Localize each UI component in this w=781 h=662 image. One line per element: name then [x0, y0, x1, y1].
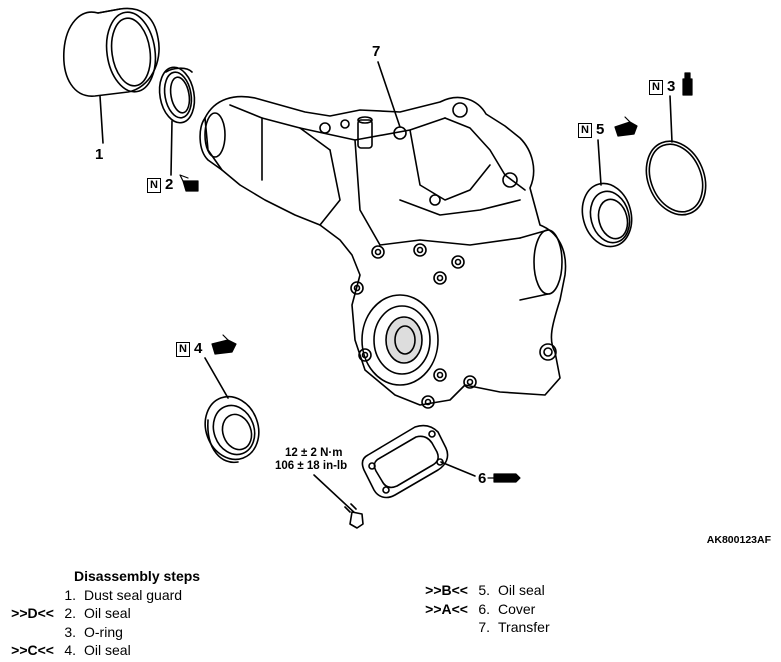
list-item: 7. Transfer [410, 618, 550, 637]
torque-imperial: 106 ± 18 in-lb [275, 460, 348, 472]
new-part-badge: N [147, 177, 161, 193]
dust-seal-guard [63, 7, 160, 97]
torque-spec: 12 ± 2 N·m 106 ± 18 in-lb [275, 447, 347, 473]
callout-number: 7 [372, 43, 381, 60]
callout-number: 5 [596, 121, 605, 138]
figure-code: AK800123AF [706, 534, 771, 546]
new-part-badge: N [578, 122, 592, 138]
leader-5 [597, 139, 602, 186]
disassembly-steps: Disassembly steps 1. Dust seal guard >>D… [0, 567, 200, 660]
torque-metric: 12 ± 2 N·m [285, 447, 343, 459]
list-item: >>C<< 4. Oil seal [0, 641, 200, 660]
step-label: Oil seal [498, 582, 545, 598]
leader-3 [669, 95, 673, 143]
list-item: >>A<< 6. Cover [410, 600, 550, 619]
transfer-housing [199, 95, 567, 409]
sealant-nozzle-icon [487, 473, 521, 483]
oil-seal-4 [204, 395, 260, 464]
leader-2 [170, 120, 173, 176]
sealant-icon [682, 72, 693, 96]
step-number: 7. [478, 619, 490, 635]
oil-seal-2 [158, 66, 196, 124]
disassembly-steps-col2: >>B<< 5. Oil seal >>A<< 6. Cover 7. Tran… [410, 581, 550, 637]
step-mark [410, 618, 468, 637]
callout-number: 1 [95, 146, 104, 163]
list-item: 3. O-ring [0, 623, 200, 642]
step-number: 3. [64, 623, 76, 640]
steps-heading: Disassembly steps [74, 568, 201, 584]
step-number: 5. [478, 582, 490, 598]
leader-7 [377, 61, 401, 128]
step-mark: >>B<< [425, 582, 468, 598]
step-label: Dust seal guard [84, 586, 183, 603]
o-ring-3 [645, 140, 707, 216]
exploded-view-diagram [63, 7, 707, 529]
callout-6: 6 [478, 471, 486, 486]
step-number: 6. [478, 600, 490, 617]
step-label: Cover [498, 600, 536, 617]
leader-1 [99, 95, 104, 144]
grease-icon [179, 174, 199, 192]
callout-number: 3 [667, 78, 676, 95]
callout-number: 6 [478, 470, 487, 487]
callout-7: 7 [372, 44, 380, 59]
oil-seal-5 [581, 182, 633, 248]
new-part-badge: N [649, 79, 663, 95]
callout-number: 2 [165, 176, 174, 193]
step-mark: >>D<< [11, 605, 54, 621]
list-item: >>D<< 2. Oil seal [0, 604, 200, 623]
callout-1: 1 [95, 147, 103, 162]
step-mark [0, 623, 54, 642]
step-mark [0, 586, 54, 605]
new-part-badge: N [176, 341, 190, 357]
step-mark: >>A<< [425, 600, 468, 617]
step-label: Oil seal [84, 605, 131, 621]
bolt [313, 474, 364, 529]
step-label: O-ring [84, 623, 123, 640]
step-label: Transfer [498, 619, 550, 635]
list-item: >>B<< 5. Oil seal [410, 581, 550, 600]
step-number: 1. [64, 586, 76, 603]
oil-can-icon [614, 116, 638, 137]
callout-number: 4 [194, 340, 203, 357]
step-label: Oil seal [84, 642, 131, 658]
leader-4 [204, 357, 229, 399]
leader-6 [440, 461, 476, 477]
step-number: 4. [64, 642, 76, 658]
oil-can-icon [211, 334, 237, 355]
step-number: 2. [64, 605, 76, 621]
cover-6 [361, 424, 449, 499]
list-item: 1. Dust seal guard [0, 586, 200, 605]
step-mark: >>C<< [11, 642, 54, 658]
